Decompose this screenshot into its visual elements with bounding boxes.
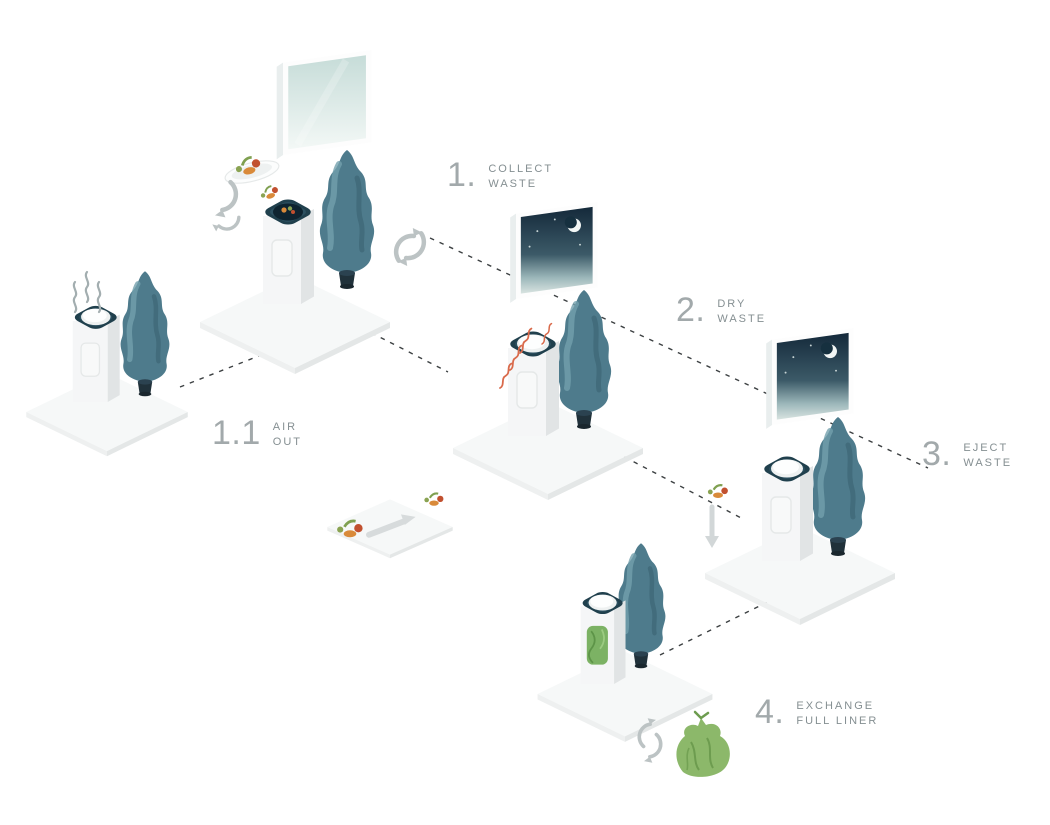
- rotate-arrows-icon: [391, 226, 429, 268]
- window-day-icon: [277, 50, 372, 159]
- step-title: EJECT WASTE: [963, 440, 1012, 469]
- compost-bin-open-icon: [260, 196, 316, 305]
- step-title-line: EXCHANGE: [796, 700, 875, 712]
- tree-icon: [121, 271, 170, 396]
- step-number: 4.: [755, 693, 785, 731]
- tree-icon: [811, 417, 865, 556]
- step-title-line: AIR: [272, 421, 298, 433]
- step-title-line: WASTE: [488, 178, 538, 190]
- window-night-icon: [766, 328, 854, 429]
- window-night-icon: [510, 202, 598, 303]
- full-liner-bag-icon: [675, 710, 732, 779]
- step-title-line: COLLECT: [488, 163, 554, 175]
- station-collect-waste: [200, 50, 429, 374]
- tree-icon: [320, 150, 374, 289]
- tree-icon: [557, 290, 611, 429]
- eject-arrow-icon: [705, 507, 719, 548]
- step-number: 2.: [676, 291, 706, 329]
- step-number: 1.: [447, 156, 477, 194]
- step-number: 1.1: [212, 414, 261, 452]
- compost-bin-closed-icon: [70, 303, 122, 403]
- step-title: AIR OUT: [273, 419, 302, 448]
- waste-transfer-tile: [327, 492, 453, 559]
- step-title-line: EJECT: [963, 442, 1009, 454]
- step-label-dry-waste: 2. DRY WASTE: [676, 291, 766, 329]
- step-number: 3.: [922, 435, 952, 473]
- step-title-line: DRY: [717, 298, 747, 310]
- step-title-line: OUT: [272, 436, 302, 448]
- step-title-line: WASTE: [963, 457, 1013, 469]
- step-label-collect-waste: 1. COLLECT WASTE: [447, 156, 553, 194]
- step-title: DRY WASTE: [717, 296, 766, 325]
- step-title-line: FULL LINER: [796, 715, 879, 727]
- ejected-scraps-icon: [706, 484, 730, 500]
- station-air-out: [26, 271, 188, 457]
- step-label-air-out: 1.1 AIR OUT: [212, 414, 302, 452]
- dashed-segment: [429, 237, 929, 469]
- step-title: COLLECT WASTE: [488, 161, 553, 190]
- dashed-segment: [614, 451, 746, 521]
- step-label-exchange-full-liner: 4. EXCHANGE FULL LINER: [755, 693, 878, 731]
- rotate-arrows-icon: [205, 182, 246, 239]
- food-scraps-icon: [423, 492, 445, 507]
- step-title-line: WASTE: [717, 313, 767, 325]
- station-exchange-liner: [537, 543, 732, 779]
- compost-bin-closed-icon: [759, 453, 815, 562]
- compost-bin-closed-icon: [505, 328, 561, 437]
- station-eject-waste: [705, 328, 895, 625]
- food-scraps-icon: [257, 183, 281, 203]
- compost-bin-liner-icon: [578, 589, 627, 685]
- step-label-eject-waste: 3. EJECT WASTE: [922, 435, 1012, 473]
- step-title: EXCHANGE FULL LINER: [796, 698, 878, 727]
- station-dry-waste: [453, 202, 643, 500]
